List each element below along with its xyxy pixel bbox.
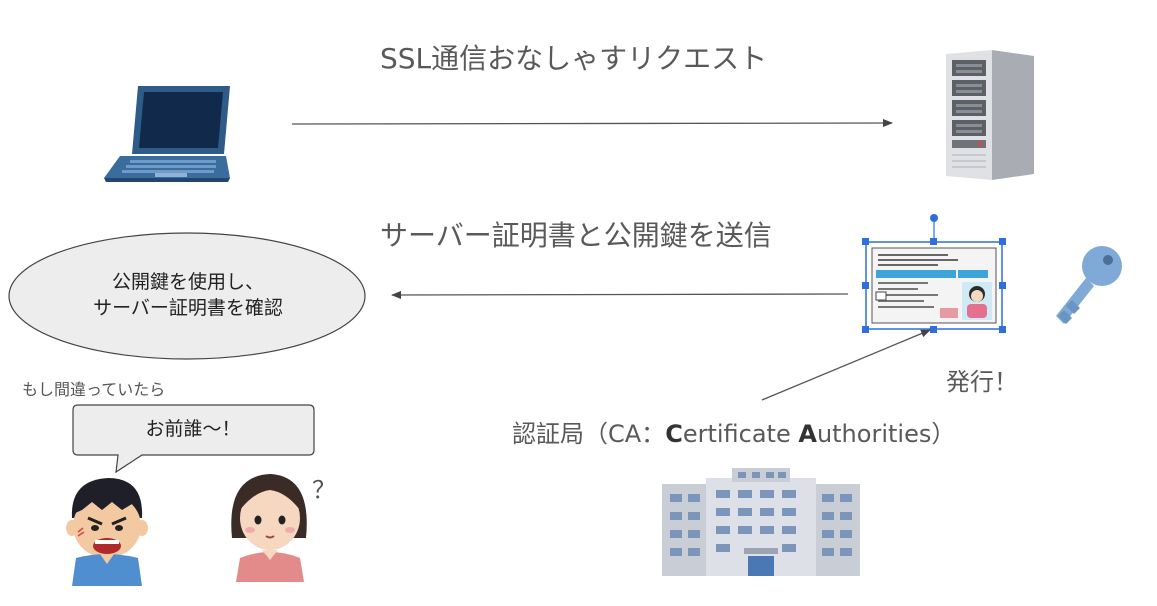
send-arrow-line bbox=[391, 290, 849, 299]
if-wrong-label: もし間違っていたら bbox=[22, 380, 166, 399]
verify-line-2: サーバー証明書を確認 bbox=[93, 296, 283, 319]
verify-ellipse bbox=[8, 232, 366, 360]
issue-arrow-line bbox=[761, 329, 931, 401]
confused-woman-icon bbox=[231, 474, 307, 582]
ca-label-c: C bbox=[665, 420, 683, 448]
request-arrow-line bbox=[291, 119, 893, 128]
request-label: SSL通信おなしゃすリクエスト bbox=[380, 42, 768, 75]
ca-label: 認証局（CA：Certificate Authorities） bbox=[512, 414, 955, 449]
ca-label-suffix: uthorities） bbox=[816, 420, 956, 448]
send-cert-label: サーバー証明書と公開鍵を送信 bbox=[380, 219, 772, 252]
server-tower-icon bbox=[946, 50, 1034, 180]
speech-bubble bbox=[72, 404, 315, 474]
key-icon bbox=[1056, 246, 1122, 324]
ca-label-prefix: 認証局（CA： bbox=[512, 420, 666, 448]
speech-bubble-text: お前誰～！ bbox=[145, 418, 241, 440]
angry-man-icon bbox=[66, 478, 148, 586]
issue-label: 発行！ bbox=[946, 368, 1018, 396]
laptop-icon bbox=[104, 86, 230, 182]
question-mark: ？ bbox=[312, 476, 336, 504]
id-certificate-icon bbox=[862, 214, 1006, 333]
ca-label-a: A bbox=[798, 420, 817, 448]
verify-ellipse-text: 公開鍵を使用し、 サーバー証明書を確認 bbox=[30, 270, 346, 321]
verify-line-1: 公開鍵を使用し、 bbox=[111, 271, 264, 293]
office-building-icon bbox=[662, 468, 860, 576]
ca-label-mid: ertificate bbox=[682, 420, 799, 448]
